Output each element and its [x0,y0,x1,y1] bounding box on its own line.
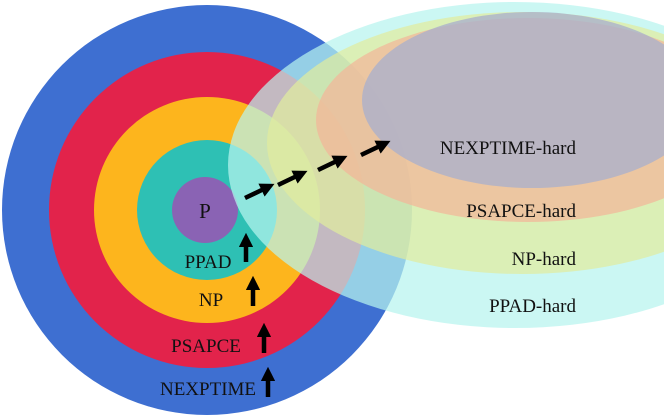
ppad-label: PPAD [185,252,232,273]
p-label: P [199,199,211,223]
nexptime-label: NEXPTIME [160,379,256,400]
diagonal-arrow-icon [277,170,308,188]
pspace-label: PSAPCE [171,336,241,357]
diagonal-arrow-icon [360,140,391,158]
diagonal-arrow-icon [317,155,348,173]
nexptime-hard-region [362,12,664,188]
pspace-hard-label: PSAPCE-hard [466,201,576,222]
ppad-hard-label: PPAD-hard [489,296,576,317]
np-hard-label: NP-hard [512,249,577,270]
np-label: NP [199,290,223,311]
nexptime-hard-label: NEXPTIME-hard [440,138,577,159]
diagonal-arrow-icon [244,183,275,201]
p-circle [172,177,238,243]
